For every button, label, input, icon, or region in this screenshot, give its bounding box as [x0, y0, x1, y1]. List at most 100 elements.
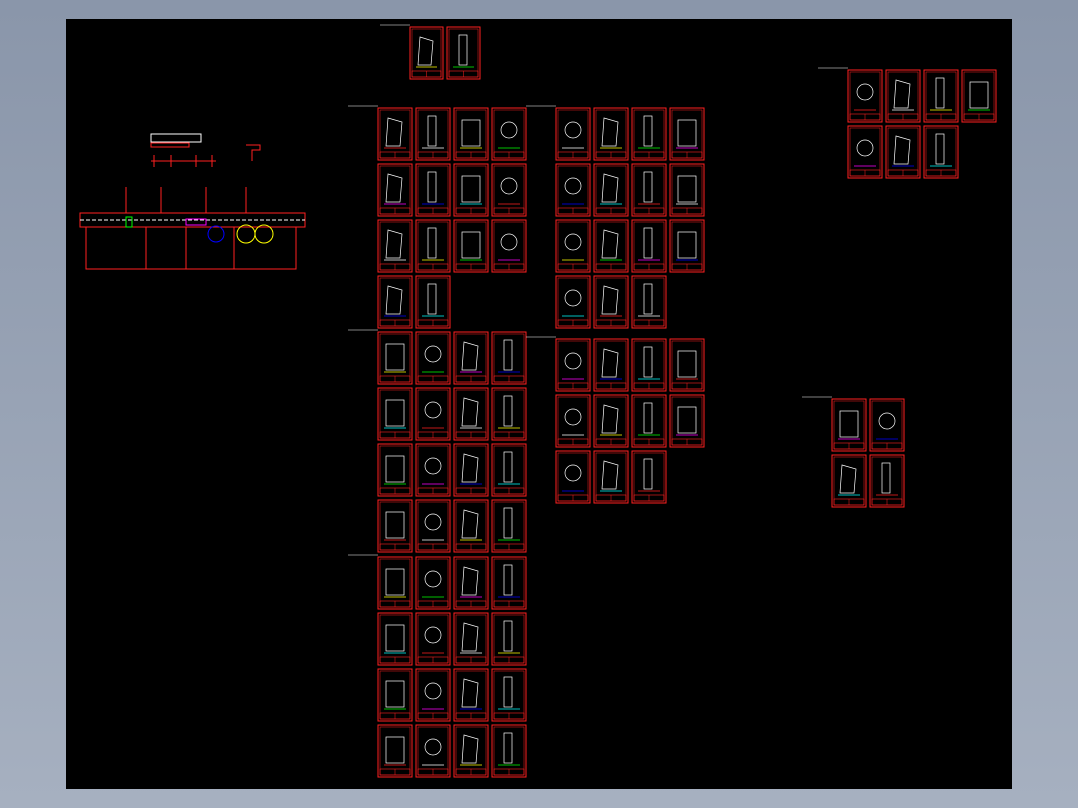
drawing-sheet[interactable]: [446, 26, 481, 80]
assembly-drawing[interactable]: [79, 133, 306, 270]
drawing-sheet[interactable]: [415, 107, 451, 161]
drawing-sheet[interactable]: [869, 398, 905, 452]
drawing-sheet[interactable]: [453, 443, 489, 497]
sheet-group-column-a-block-1[interactable]: [348, 105, 527, 329]
drawing-sheet[interactable]: [377, 612, 413, 666]
drawing-sheet[interactable]: [415, 387, 451, 441]
drawing-sheet[interactable]: [377, 331, 413, 385]
drawing-sheet[interactable]: [923, 69, 959, 123]
drawing-sheet[interactable]: [377, 668, 413, 722]
sheet-group-column-a-block-2[interactable]: [348, 329, 527, 553]
drawing-sheet[interactable]: [415, 219, 451, 273]
drawing-sheet[interactable]: [377, 499, 413, 553]
drawing-sheet[interactable]: [415, 331, 451, 385]
sheet-group-right-top-group[interactable]: [818, 67, 997, 179]
drawing-sheet[interactable]: [415, 275, 451, 329]
drawing-sheet[interactable]: [377, 556, 413, 610]
drawing-sheet[interactable]: [669, 163, 705, 217]
drawing-sheet[interactable]: [491, 668, 527, 722]
sheet-group-column-a-block-3[interactable]: [348, 554, 527, 778]
drawing-sheet[interactable]: [453, 724, 489, 778]
drawing-sheet[interactable]: [491, 387, 527, 441]
drawing-sheet[interactable]: [453, 219, 489, 273]
drawing-sheet[interactable]: [491, 331, 527, 385]
drawing-sheet[interactable]: [593, 163, 629, 217]
drawing-sheet[interactable]: [415, 556, 451, 610]
sheet-group-column-b-block-1[interactable]: [526, 105, 705, 329]
part-outline: [385, 117, 403, 147]
drawing-sheet[interactable]: [831, 398, 867, 452]
drawing-sheet[interactable]: [491, 724, 527, 778]
drawing-sheet[interactable]: [869, 454, 905, 508]
drawing-sheet[interactable]: [453, 499, 489, 553]
drawing-sheet[interactable]: [491, 556, 527, 610]
drawing-sheet[interactable]: [555, 107, 591, 161]
sheet-group-column-b-block-2[interactable]: [526, 336, 705, 504]
drawing-sheet[interactable]: [453, 163, 489, 217]
drawing-sheet[interactable]: [923, 125, 959, 179]
drawing-sheet[interactable]: [631, 219, 667, 273]
drawing-sheet[interactable]: [885, 125, 921, 179]
drawing-sheet[interactable]: [453, 612, 489, 666]
drawing-sheet[interactable]: [555, 450, 591, 504]
drawing-sheet[interactable]: [491, 163, 527, 217]
drawing-sheet[interactable]: [593, 394, 629, 448]
drawing-sheet[interactable]: [961, 69, 997, 123]
drawing-sheet[interactable]: [415, 499, 451, 553]
drawing-sheet[interactable]: [669, 107, 705, 161]
drawing-sheet[interactable]: [377, 387, 413, 441]
drawing-sheet[interactable]: [491, 443, 527, 497]
drawing-sheet[interactable]: [669, 394, 705, 448]
drawing-sheet[interactable]: [491, 219, 527, 273]
drawing-sheet[interactable]: [555, 338, 591, 392]
drawing-sheet[interactable]: [409, 26, 444, 80]
drawing-sheet[interactable]: [555, 394, 591, 448]
drawing-sheet[interactable]: [593, 107, 629, 161]
drawing-sheet[interactable]: [377, 275, 413, 329]
drawing-sheet[interactable]: [377, 724, 413, 778]
drawing-sheet[interactable]: [631, 394, 667, 448]
drawing-sheet[interactable]: [631, 275, 667, 329]
drawing-sheet[interactable]: [669, 338, 705, 392]
drawing-sheet[interactable]: [831, 454, 867, 508]
sheet-group-right-middle-group[interactable]: [802, 396, 905, 508]
drawing-sheet[interactable]: [415, 612, 451, 666]
drawing-sheet[interactable]: [631, 107, 667, 161]
drawing-sheet[interactable]: [631, 163, 667, 217]
drawing-sheet[interactable]: [453, 387, 489, 441]
drawing-sheet[interactable]: [593, 450, 629, 504]
drawing-sheet[interactable]: [847, 125, 883, 179]
drawing-sheet[interactable]: [415, 443, 451, 497]
drawing-sheet[interactable]: [377, 107, 413, 161]
sheet-border: [669, 338, 705, 392]
drawing-sheet[interactable]: [377, 163, 413, 217]
drawing-sheet[interactable]: [847, 69, 883, 123]
drawing-sheet[interactable]: [453, 331, 489, 385]
drawing-sheet[interactable]: [491, 612, 527, 666]
sheet-inner-border: [455, 726, 487, 776]
drawing-sheet[interactable]: [593, 275, 629, 329]
drawing-sheet[interactable]: [593, 338, 629, 392]
drawing-canvas[interactable]: [66, 19, 1012, 789]
drawing-sheet[interactable]: [415, 724, 451, 778]
cad-viewport[interactable]: [66, 19, 1012, 789]
drawing-sheet[interactable]: [491, 499, 527, 553]
drawing-sheet[interactable]: [555, 219, 591, 273]
drawing-sheets[interactable]: [348, 24, 997, 778]
drawing-sheet[interactable]: [377, 219, 413, 273]
drawing-sheet[interactable]: [593, 219, 629, 273]
drawing-sheet[interactable]: [555, 275, 591, 329]
sheet-group-top-pair[interactable]: [380, 24, 481, 80]
drawing-sheet[interactable]: [415, 163, 451, 217]
drawing-sheet[interactable]: [377, 443, 413, 497]
drawing-sheet[interactable]: [453, 668, 489, 722]
drawing-sheet[interactable]: [631, 450, 667, 504]
drawing-sheet[interactable]: [631, 338, 667, 392]
drawing-sheet[interactable]: [453, 556, 489, 610]
drawing-sheet[interactable]: [555, 163, 591, 217]
drawing-sheet[interactable]: [415, 668, 451, 722]
drawing-sheet[interactable]: [669, 219, 705, 273]
drawing-sheet[interactable]: [491, 107, 527, 161]
drawing-sheet[interactable]: [453, 107, 489, 161]
drawing-sheet[interactable]: [885, 69, 921, 123]
